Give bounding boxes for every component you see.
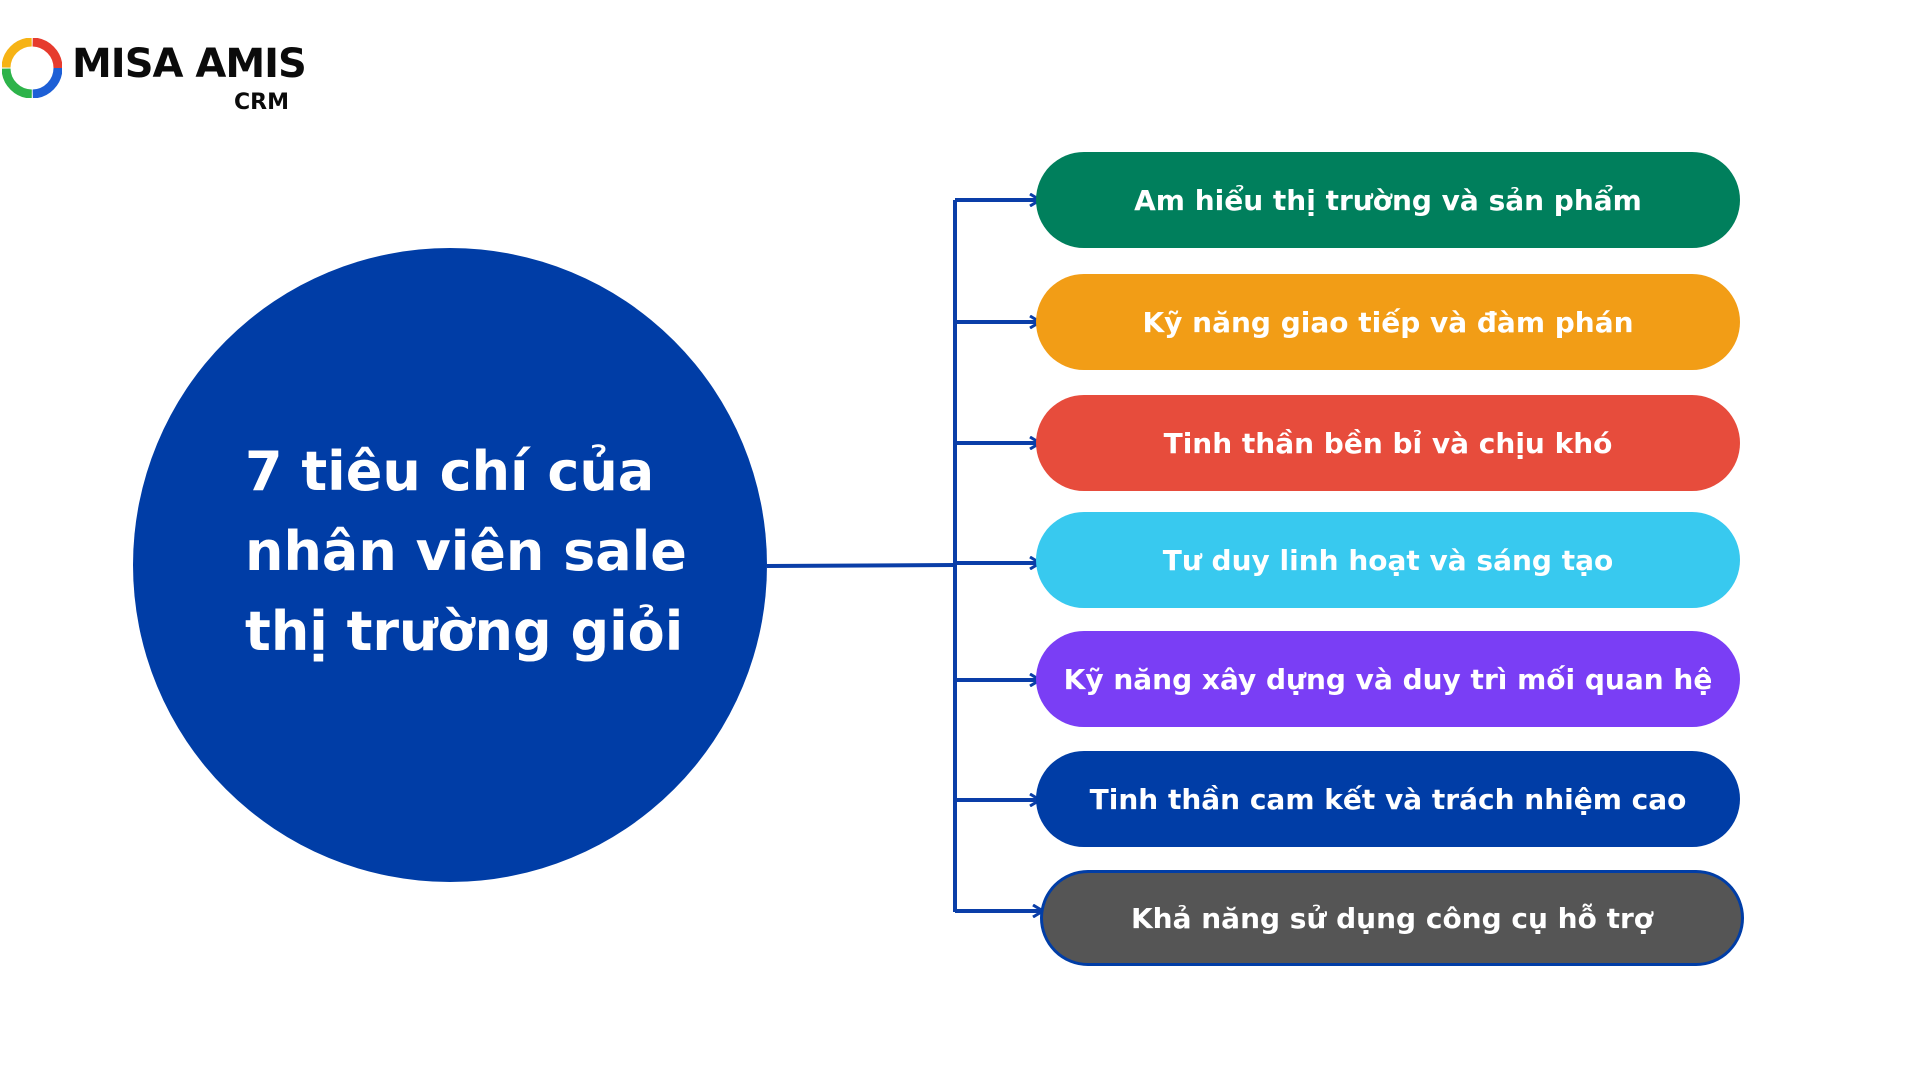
criterion-label: Am hiểu thị trường và sản phẩm [1134, 183, 1642, 217]
trunk-line [766, 563, 956, 568]
criterion-label: Kỹ năng giao tiếp và đàm phán [1142, 305, 1634, 339]
criterion-pill-6: Tinh thần cam kết và trách nhiệm cao [1036, 751, 1740, 847]
criterion-pill-4: Tư duy linh hoạt và sáng tạo [1036, 512, 1740, 608]
brand-logo: MISA AMIS CRM [0, 34, 320, 124]
misa-amis-logo-icon [2, 38, 62, 98]
logo-brand-name: MISA AMIS [72, 41, 307, 87]
center-topic-circle: 7 tiêu chí của nhân viên sale thị trường… [133, 248, 767, 882]
criterion-label: Khả năng sử dụng công cụ hỗ trợ [1130, 901, 1654, 935]
logo-product-name: CRM [234, 90, 289, 115]
center-topic-title: 7 tiêu chí của nhân viên sale thị trường… [245, 440, 687, 663]
criterion-pill-7: Khả năng sử dụng công cụ hỗ trợ [1040, 870, 1744, 966]
criterion-label: Tinh thần cam kết và trách nhiệm cao [1089, 782, 1687, 816]
criterion-label: Tinh thần bền bỉ và chịu khó [1163, 426, 1613, 460]
criterion-pill-5: Kỹ năng xây dựng và duy trì mối quan hệ [1036, 631, 1740, 727]
criterion-pill-3: Tinh thần bền bỉ và chịu khó [1036, 395, 1740, 491]
criterion-label: Kỹ năng xây dựng và duy trì mối quan hệ [1063, 662, 1713, 696]
criterion-label: Tư duy linh hoạt và sáng tạo [1162, 543, 1614, 577]
criterion-pill-1: Am hiểu thị trường và sản phẩm [1036, 152, 1740, 248]
criterion-pill-2: Kỹ năng giao tiếp và đàm phán [1036, 274, 1740, 370]
